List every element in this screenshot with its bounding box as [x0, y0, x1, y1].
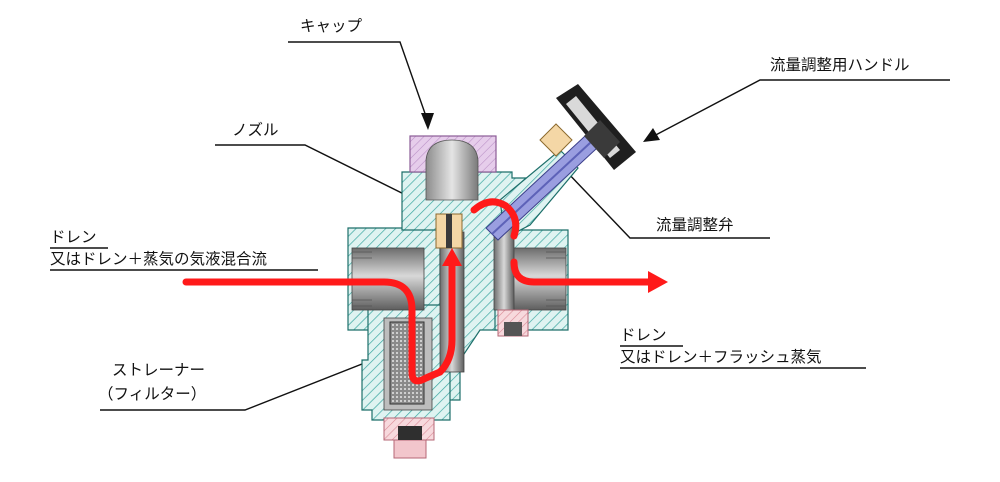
leader-lines [100, 41, 950, 411]
inlet-label-line2: 又はドレン＋蒸気の気液混合流 [50, 250, 268, 268]
outlet-flow-arrow [510, 258, 654, 286]
handle-label: 流量調整用ハンドル [770, 56, 910, 74]
outlet-arrowhead [648, 271, 668, 293]
outlet-label-line2: 又はドレン＋フラッシュ蒸気 [620, 348, 822, 366]
upper-flow-arrow [470, 198, 520, 240]
bottom-plug [383, 417, 435, 459]
handle-leader [649, 79, 950, 139]
rising-flow-arrow [436, 256, 456, 376]
cap [409, 135, 497, 201]
nozzle [435, 213, 463, 249]
valve-leader [564, 169, 770, 239]
flow-adjusting-handle [556, 84, 636, 170]
strainer-filter [389, 321, 425, 405]
strainer-label-line1: ストレーナー [112, 361, 206, 379]
inlet-label-line1: ドレン [50, 228, 97, 246]
handle-arrowhead [643, 128, 660, 142]
cap-leader [288, 41, 429, 123]
cap-arrowhead [421, 113, 434, 130]
flow-arrows [182, 198, 654, 385]
rising-arrowhead [442, 248, 462, 266]
inlet-flow-arrow [182, 278, 444, 385]
outlet-label-line1: ドレン [620, 326, 667, 344]
nozzle-label: ノズル [232, 121, 279, 139]
flow-arrowheads [442, 248, 668, 293]
nozzle-leader [215, 144, 441, 213]
label-underlines [50, 247, 866, 369]
strainer-label-line2: （フィルター） [98, 385, 207, 403]
strainer-leader [100, 354, 386, 411]
cap-label: キャップ [300, 17, 363, 35]
valve-label: 流量調整弁 [656, 216, 734, 234]
drain-plug [497, 309, 529, 337]
